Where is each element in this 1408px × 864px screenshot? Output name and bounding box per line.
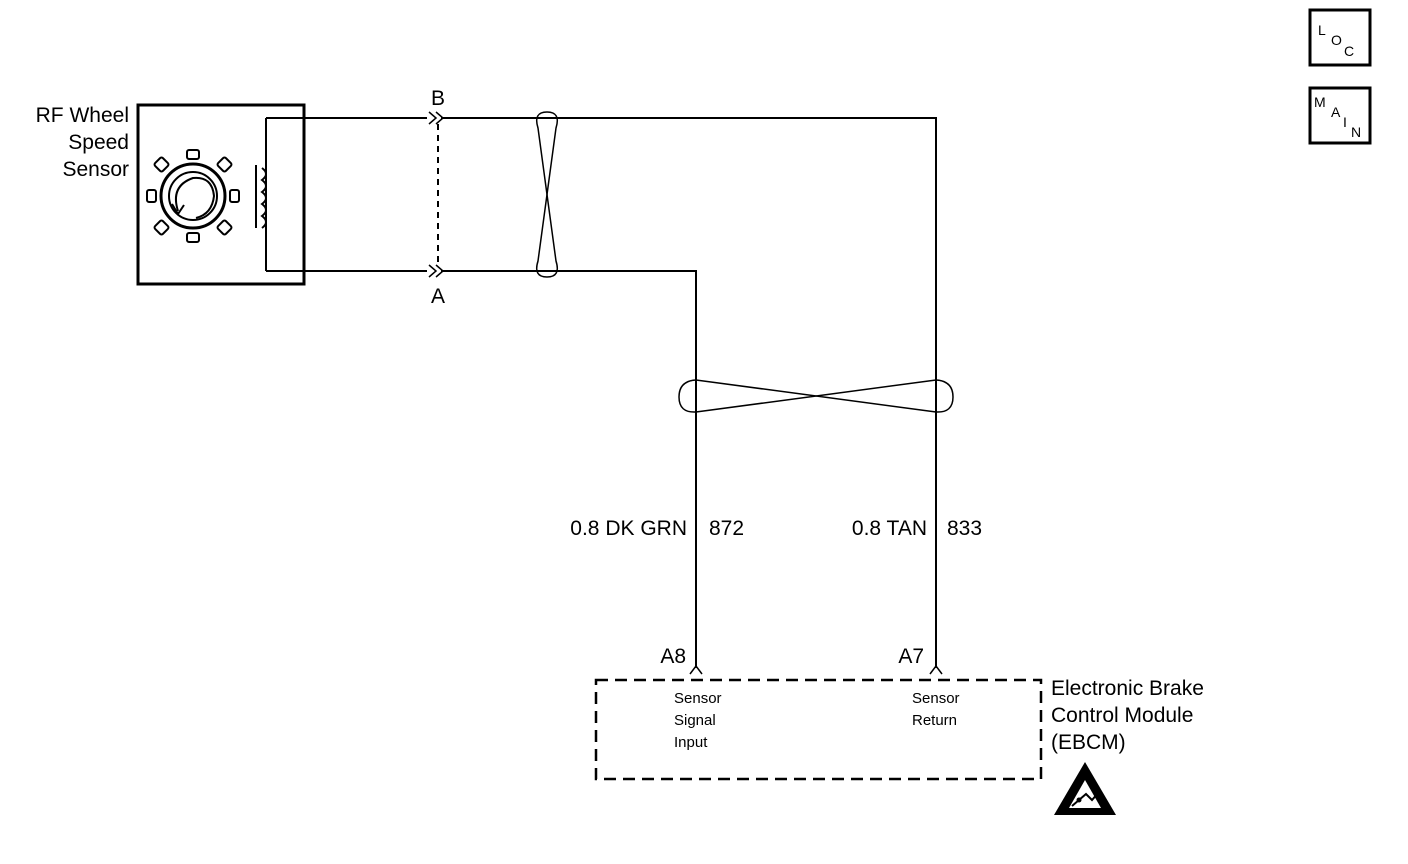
wire-872 (441, 270, 697, 668)
loc-badge-l: L (1318, 22, 1326, 38)
loc-badge-c: C (1344, 43, 1354, 59)
wire-872-circuit-label: 872 (709, 517, 744, 540)
sensor-box (136, 103, 306, 286)
pin-a7-label: A7 (898, 645, 924, 668)
wire-872-color-label: 0.8 DK GRN (570, 517, 687, 540)
pin-a8-terminal (689, 664, 703, 675)
terminal-a8-desc-line3: Input (674, 734, 708, 751)
terminal-a7-desc-line1: Sensor (912, 690, 960, 707)
main-badge-n: N (1351, 124, 1361, 140)
ebcm-label-line2: Control Module (1051, 704, 1193, 727)
ebcm-label-line3: (EBCM) (1051, 731, 1126, 754)
tone-wheel-icon (146, 149, 240, 243)
loc-badge-o: O (1331, 32, 1342, 48)
esd-warning-icon (1054, 762, 1116, 815)
ebcm-box (594, 678, 1043, 781)
sensor-label-line2: Speed (68, 131, 129, 154)
connector-a-label: A (431, 285, 445, 308)
connector-b-label: B (431, 87, 445, 110)
wire-833-circuit-label: 833 (947, 517, 982, 540)
connector-a-symbol (428, 264, 445, 278)
terminal-a8-desc-line1: Sensor (674, 690, 722, 707)
main-badge[interactable]: M A I N (1308, 86, 1372, 145)
sensor-label: RF Wheel Speed Sensor (36, 104, 129, 181)
pin-a7-terminal (929, 664, 943, 675)
sensor-label-line1: RF Wheel (36, 104, 129, 127)
wire-833 (441, 117, 937, 668)
sensor-label-line3: Sensor (62, 158, 129, 181)
ebcm-label-line1: Electronic Brake (1051, 677, 1204, 700)
pin-a8-label: A8 (660, 645, 686, 668)
twisted-pair-lower (678, 379, 954, 413)
main-badge-a: A (1331, 104, 1341, 120)
wire-833-color-label: 0.8 TAN (852, 517, 927, 540)
main-badge-m: M (1314, 94, 1326, 110)
terminal-a7-desc-line2: Return (912, 712, 957, 729)
main-badge-i: I (1343, 114, 1347, 130)
loc-badge[interactable]: L O C (1308, 8, 1372, 67)
twisted-pair-upper (535, 111, 559, 278)
terminal-a8-desc-line2: Signal (674, 712, 716, 729)
coil-icon (255, 165, 267, 229)
connector-b-symbol (428, 111, 445, 125)
